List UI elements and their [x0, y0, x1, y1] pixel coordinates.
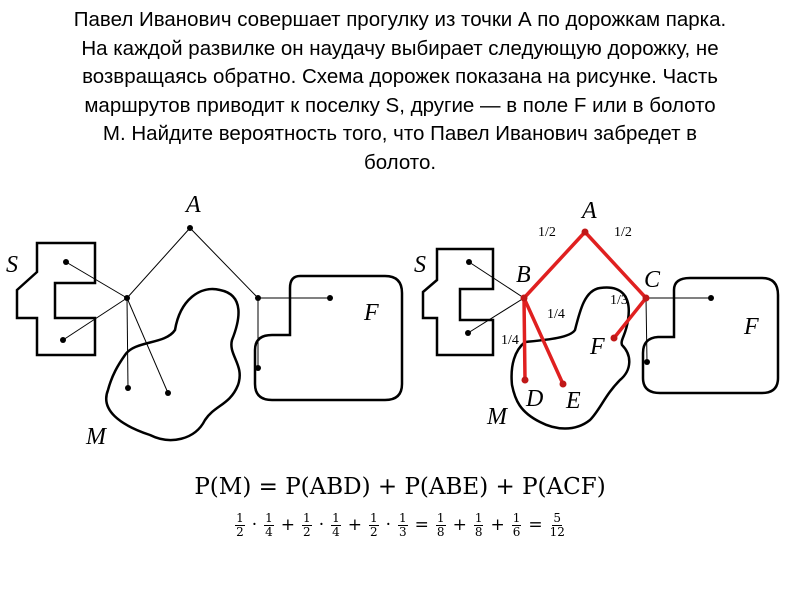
village-s-shape [421, 247, 495, 357]
label-a: A [184, 192, 201, 218]
label-c: C [644, 267, 661, 293]
probability-be: 1/4 [547, 307, 565, 322]
highlighted-paths [522, 230, 648, 386]
problem-text: Павел Иванович совершает прогулку из точ… [0, 6, 800, 177]
operator: + [280, 515, 296, 535]
operator: = [528, 515, 543, 535]
label-f: F [363, 300, 379, 326]
label-f-field: F [743, 314, 759, 340]
probability-ac: 1/2 [614, 225, 632, 240]
problem-line: Павел Иванович совершает прогулку из точ… [73, 8, 727, 31]
problem-line: маршрутов приводит к поселку S, другие —… [84, 93, 716, 117]
probability-cf: 1/3 [610, 293, 628, 308]
operator: · [318, 515, 325, 535]
label-e: E [565, 388, 581, 414]
field-f-shape [253, 274, 404, 402]
swamp-m-shape [510, 286, 631, 430]
problem-line: возвращаясь обратно. Схема дорожек показ… [82, 65, 718, 88]
label-f-point: F [589, 334, 605, 360]
label-d: D [525, 386, 543, 412]
operator: · [385, 515, 392, 535]
problem-line: На каждой развилке он наудачу выбирает с… [81, 36, 719, 60]
label-s: S [414, 252, 426, 278]
operator: = [414, 515, 429, 535]
operator: + [452, 515, 467, 535]
left-diagram [15, 225, 404, 442]
operator: + [347, 515, 362, 535]
field-f-shape [641, 276, 780, 395]
label-m: M [486, 404, 509, 430]
problem-line: M. Найдите вероятность того, что Павел И… [102, 122, 698, 145]
right-diagram [421, 228, 780, 430]
swamp-m-shape [105, 287, 241, 442]
village-s-shape [15, 241, 97, 357]
formula-line-1: P(M) = P(ABD) + P(ABE) + P(ACF) [194, 474, 606, 500]
operator: · [251, 515, 258, 535]
probability-ab: 1/2 [538, 225, 556, 240]
problem-line: болото. [363, 150, 437, 174]
label-s: S [6, 252, 18, 278]
label-m: M [85, 424, 108, 450]
probability-bd: 1/4 [501, 333, 519, 348]
label-a: A [580, 198, 597, 224]
label-b: B [516, 262, 531, 288]
operator: + [490, 515, 505, 535]
